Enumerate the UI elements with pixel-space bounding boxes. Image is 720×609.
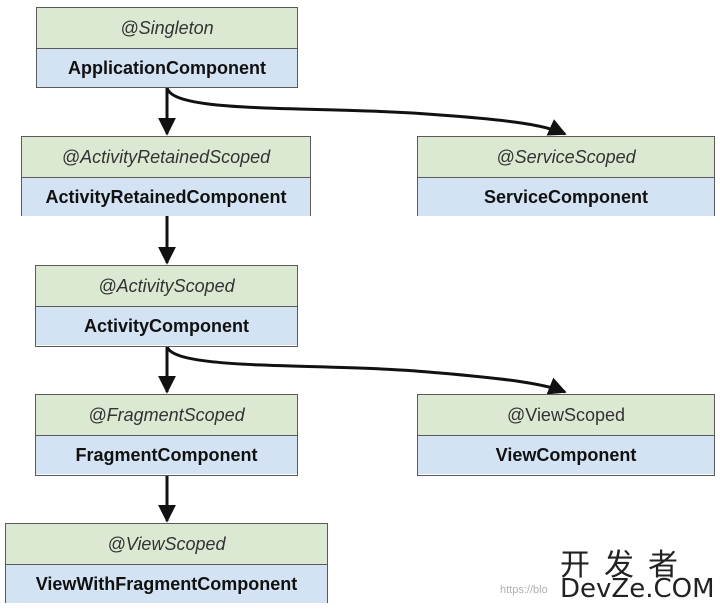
activity-retained-component-node: @ActivityRetainedScoped ActivityRetained…	[21, 136, 311, 216]
scope-annotation: @ActivityScoped	[36, 266, 297, 307]
watermark-url: https://blo	[500, 584, 548, 596]
component-name: ViewWithFragmentComponent	[6, 565, 327, 603]
scope-annotation: @ViewScoped	[6, 524, 327, 565]
edge-activity-to-view	[165, 345, 567, 395]
fragment-component-node: @FragmentScoped FragmentComponent	[35, 394, 298, 476]
component-name: ServiceComponent	[418, 178, 714, 216]
watermark-logo-en: DevZe.COM	[560, 574, 715, 604]
watermark-logo-cn: 开发者	[560, 548, 692, 583]
scope-annotation: @FragmentScoped	[36, 395, 297, 436]
scope-annotation: @ServiceScoped	[418, 137, 714, 178]
component-name: ApplicationComponent	[37, 49, 297, 87]
application-component-node: @Singleton ApplicationComponent	[36, 7, 298, 88]
component-name: ActivityComponent	[36, 307, 297, 345]
component-name: ViewComponent	[418, 436, 714, 474]
service-component-node: @ServiceScoped ServiceComponent	[417, 136, 715, 216]
view-component-node: @ViewScoped ViewComponent	[417, 394, 715, 476]
component-name: FragmentComponent	[36, 436, 297, 474]
view-with-fragment-component-node: @ViewScoped ViewWithFragmentComponent	[5, 523, 328, 603]
activity-component-node: @ActivityScoped ActivityComponent	[35, 265, 298, 347]
scope-annotation: @Singleton	[37, 8, 297, 49]
scope-annotation: @ViewScoped	[418, 395, 714, 436]
component-name: ActivityRetainedComponent	[22, 178, 310, 216]
edge-application-to-service	[165, 86, 567, 136]
scope-annotation: @ActivityRetainedScoped	[22, 137, 310, 178]
